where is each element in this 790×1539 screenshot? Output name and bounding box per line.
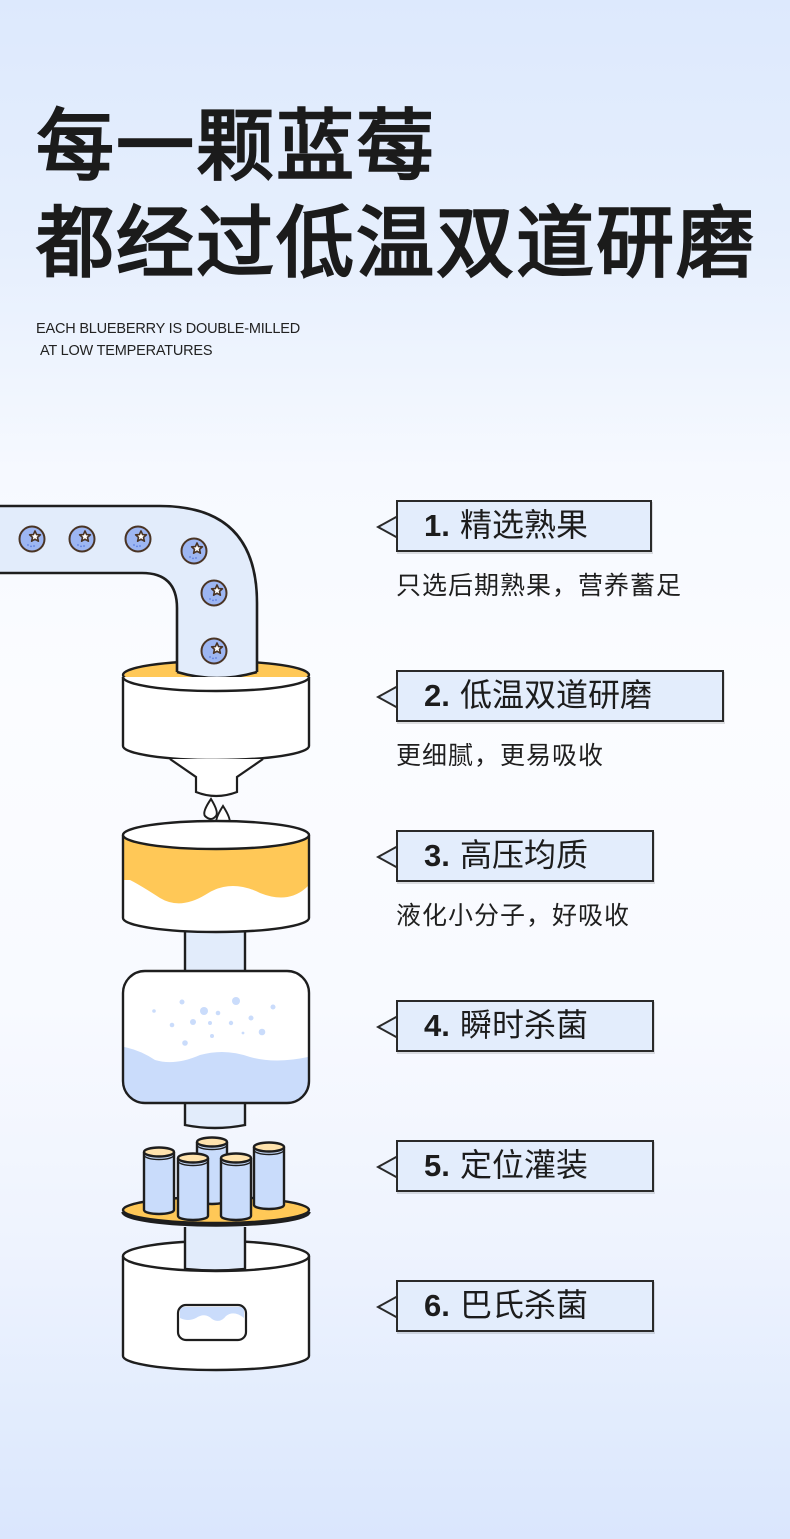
bubbles-icon: [152, 997, 276, 1046]
bubble-pointer-icon: [376, 1155, 398, 1179]
step-title: 巴氏杀菌: [460, 1286, 589, 1324]
page-title-line-1: 每一颗蓝莓: [36, 102, 437, 192]
step-title: 高压均质: [460, 836, 589, 874]
bubble-pointer-icon: [376, 515, 398, 539]
homogenizer-tank-icon: [121, 819, 311, 974]
step-number: 6.: [424, 1288, 450, 1323]
bubble-pointer-icon: [376, 1295, 398, 1319]
step-title: 定位灌装: [460, 1146, 589, 1184]
grinder-icon: [121, 676, 311, 828]
step-number: 3.: [424, 838, 450, 873]
blueberry-icon: [200, 637, 228, 665]
pipe-with-blueberries-icon: [0, 504, 311, 691]
subtitle-line-2: AT LOW TEMPERATURES: [40, 343, 213, 359]
bottle-icon: [252, 1141, 286, 1211]
sterilizer-tank-icon: [121, 969, 311, 1130]
page-title-line-2: 都经过低温双道研磨: [36, 199, 757, 289]
blueberry-icon: [18, 525, 46, 553]
blueberry-icon: [124, 525, 152, 553]
bottle-icon: [176, 1152, 210, 1222]
step-number: 2.: [424, 678, 450, 713]
step-title: 低温双道研磨: [460, 676, 653, 714]
step-title: 精选熟果: [460, 506, 589, 544]
step-number: 1.: [424, 508, 450, 543]
blueberry-icon: [180, 537, 208, 565]
step-description: 只选后期熟果，营养蓄足: [396, 571, 683, 600]
bubble-pointer-icon: [376, 685, 398, 709]
bubble-pointer-icon: [376, 845, 398, 869]
pasteurizer-icon: [121, 1227, 311, 1372]
subtitle: EACH BLUEBERRY IS DOUBLE-MILLED AT LOW T…: [36, 318, 300, 362]
blueberry-icon: [200, 579, 228, 607]
bubble-pointer-icon: [376, 1015, 398, 1039]
step-number: 5.: [424, 1148, 450, 1183]
subtitle-line-1: EACH BLUEBERRY IS DOUBLE-MILLED: [36, 321, 301, 337]
step-title: 瞬时杀菌: [460, 1006, 589, 1044]
step-description: 更细腻，更易吸收: [396, 741, 605, 770]
bottle-icon: [142, 1146, 176, 1216]
step-number: 4.: [424, 1008, 450, 1043]
blueberry-icon: [68, 525, 96, 553]
bottle-icon: [219, 1152, 253, 1222]
step-description: 液化小分子，好吸收: [396, 901, 631, 930]
